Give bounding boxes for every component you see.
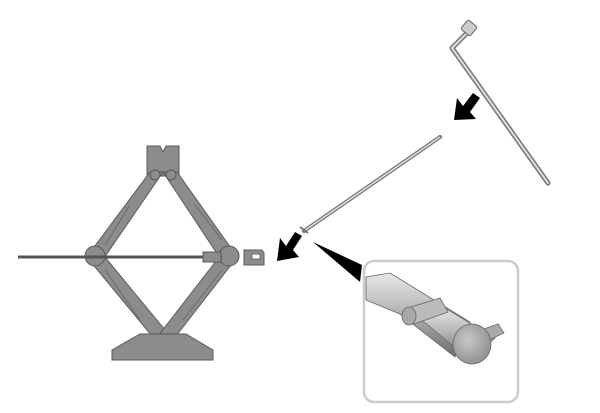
- jack-upper-left-arm: [85, 171, 164, 259]
- scissor-jack: [18, 145, 265, 361]
- extension-rod: [299, 135, 442, 234]
- jack-lower-left-arm: [84, 255, 172, 337]
- jack-base: [111, 333, 214, 361]
- jack-lower-right-arm: [156, 255, 240, 337]
- wrench-socket: [460, 19, 478, 37]
- rod-end-detail-inset: [362, 259, 520, 404]
- jack-upper-right-arm: [162, 171, 239, 259]
- arrow-icon: [454, 93, 480, 120]
- jack-pin: [149, 169, 161, 181]
- jack-screw-nut: [202, 251, 222, 263]
- jack-arm-slots: [104, 204, 223, 321]
- detail-pointer: [313, 242, 362, 282]
- wheel-wrench: [449, 19, 551, 186]
- jack-pin: [165, 169, 177, 181]
- arrow-icon: [277, 232, 302, 261]
